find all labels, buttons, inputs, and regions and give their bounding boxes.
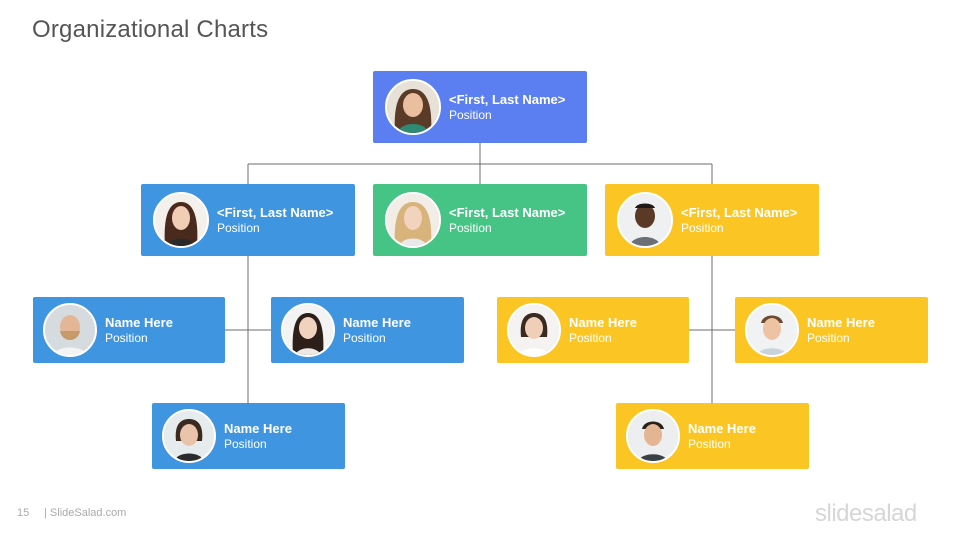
org-node-mid-center[interactable]: <First, Last Name> Position (373, 184, 587, 256)
avatar-photo (617, 192, 673, 248)
org-node-right-a[interactable]: Name Here Position (497, 297, 689, 363)
node-name: Name Here (688, 420, 756, 436)
avatar-photo (385, 79, 441, 135)
org-node-right-b[interactable]: Name Here Position (735, 297, 928, 363)
org-node-top[interactable]: <First, Last Name> Position (373, 71, 587, 143)
org-node-mid-right[interactable]: <First, Last Name> Position (605, 184, 819, 256)
node-name: Name Here (569, 314, 637, 330)
node-position: Position (343, 330, 386, 345)
node-name: <First, Last Name> (217, 204, 334, 220)
avatar-photo (43, 303, 97, 357)
page-number: 15 (17, 507, 30, 519)
org-node-right-c[interactable]: Name Here Position (616, 403, 809, 469)
node-name: <First, Last Name> (681, 204, 798, 220)
node-name: <First, Last Name> (449, 204, 566, 220)
node-position: Position (569, 330, 612, 345)
avatar-photo (162, 409, 216, 463)
slide-title: Organizational Charts (32, 16, 269, 43)
avatar-photo (281, 303, 335, 357)
avatar-photo (507, 303, 561, 357)
node-name: <First, Last Name> (449, 91, 566, 107)
node-name: Name Here (105, 314, 173, 330)
footer-site-link: | SlideSalad.com (44, 507, 127, 519)
avatar-photo (385, 192, 441, 248)
node-position: Position (224, 436, 267, 451)
node-position: Position (105, 330, 148, 345)
node-position: Position (807, 330, 850, 345)
org-node-left-c[interactable]: Name Here Position (152, 403, 345, 469)
node-name: Name Here (224, 420, 292, 436)
node-name: Name Here (807, 314, 875, 330)
avatar-photo (153, 192, 209, 248)
node-position: Position (217, 220, 260, 235)
node-position: Position (449, 107, 492, 122)
avatar-photo (745, 303, 799, 357)
node-position: Position (449, 220, 492, 235)
node-position: Position (688, 436, 731, 451)
node-name: Name Here (343, 314, 411, 330)
avatar-photo (626, 409, 680, 463)
brand-logo: slidesalad (815, 500, 917, 527)
org-node-left-a[interactable]: Name Here Position (33, 297, 225, 363)
node-position: Position (681, 220, 724, 235)
org-node-left-b[interactable]: Name Here Position (271, 297, 464, 363)
org-node-mid-left[interactable]: <First, Last Name> Position (141, 184, 355, 256)
